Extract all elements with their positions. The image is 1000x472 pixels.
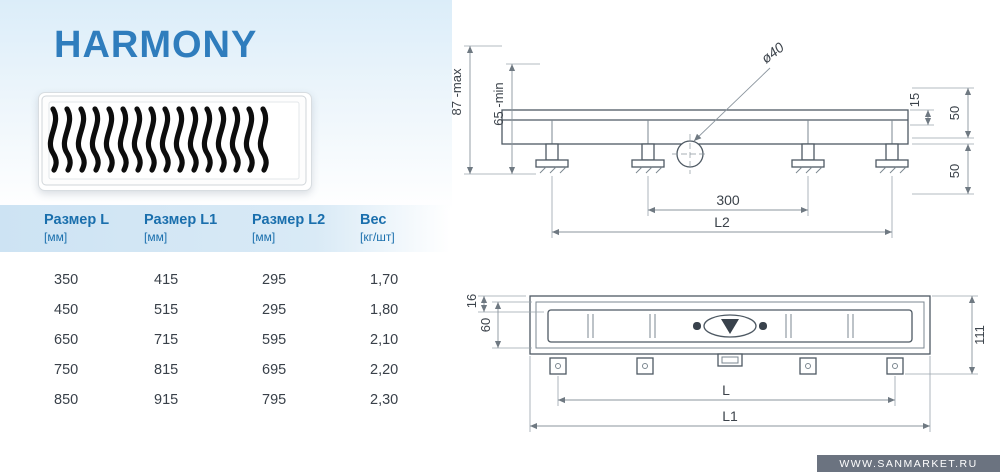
dim-50-bottom-label: 50 [947, 164, 962, 178]
cell-w: 1,70 [370, 272, 399, 288]
cell-l1: 415 [154, 272, 179, 288]
spec-table: Размер L [мм] Размер L1 [мм] Размер L2 [… [0, 205, 450, 415]
spec-table-body: 350 415 295 1,70 450 515 295 1,80 650 71… [0, 252, 450, 415]
technical-drawing: ø40 87 -max 65 -min 15 50 50 [449, 39, 987, 432]
watermark: WWW.SANMARKET.RU [817, 455, 1000, 472]
cell-l: 450 [54, 302, 79, 318]
col-label: Размер L1 [144, 212, 218, 228]
plan-feet [549, 357, 904, 375]
col-header-size-l2: Размер L2 [мм] [252, 212, 360, 244]
side-view-drawing: ø40 87 -max 65 -min 15 50 50 [449, 39, 974, 238]
page-title: HARMONY [54, 24, 258, 66]
cell-l2: 795 [262, 392, 287, 408]
table-row: 450 515 295 1,80 [0, 295, 450, 325]
cell-l2: 695 [262, 362, 287, 378]
cell-l1: 915 [154, 392, 179, 408]
table-row: 350 415 295 1,70 [0, 265, 450, 295]
cell-w: 2,10 [370, 332, 399, 348]
col-unit: [мм] [144, 230, 168, 244]
cell-w: 2,20 [370, 362, 399, 378]
col-unit: [мм] [252, 230, 276, 244]
cell-l1: 815 [154, 362, 179, 378]
dim-l1-label: L1 [722, 408, 738, 424]
dim-height-max-label: 87 -max [449, 68, 464, 115]
cell-w: 1,80 [370, 302, 399, 318]
dim-300-label: 300 [716, 192, 740, 208]
col-unit: [мм] [44, 230, 68, 244]
table-row: 650 715 595 2,10 [0, 325, 450, 355]
cell-l: 750 [54, 362, 79, 378]
cell-l1: 715 [154, 332, 179, 348]
col-header-weight: Вес [кг/шт] [360, 212, 452, 244]
support-feet [535, 143, 909, 174]
col-unit: [кг/шт] [360, 230, 395, 244]
table-row: 750 815 695 2,20 [0, 355, 450, 385]
dim-l-label: L [722, 382, 730, 398]
table-row: 850 915 795 2,30 [0, 385, 450, 415]
dim-diameter-label: ø40 [758, 39, 787, 67]
col-label: Вес [360, 212, 387, 228]
dim-15-label: 15 [907, 93, 922, 107]
col-header-size-l1: Размер L1 [мм] [144, 212, 252, 244]
col-label: Размер L2 [252, 212, 326, 228]
dim-16-label: 16 [464, 294, 479, 308]
cell-l2: 295 [262, 272, 287, 288]
spec-table-header: Размер L [мм] Размер L1 [мм] Размер L2 [… [0, 205, 450, 252]
drain-trap [672, 134, 708, 174]
grate-pattern-image [41, 95, 307, 186]
cell-l: 350 [54, 272, 79, 288]
product-image [38, 92, 312, 191]
cell-l: 850 [54, 392, 79, 408]
dim-111-label: 111 [972, 325, 987, 345]
dim-60-label: 60 [478, 318, 493, 332]
cell-w: 2,30 [370, 392, 399, 408]
cell-l2: 595 [262, 332, 287, 348]
dim-50-top-label: 50 [947, 106, 962, 120]
grate-segment-marks [587, 314, 854, 338]
col-header-size-l: Размер L [мм] [44, 212, 144, 244]
center-drain-symbol [693, 314, 767, 338]
cell-l1: 515 [154, 302, 179, 318]
dim-height-min-label: 65 -min [491, 82, 506, 125]
col-label: Размер L [44, 212, 110, 228]
cell-l2: 295 [262, 302, 287, 318]
cell-l: 650 [54, 332, 79, 348]
dim-l2-label: L2 [714, 214, 730, 230]
plan-view-drawing: 16 60 111 L L1 [464, 294, 987, 432]
